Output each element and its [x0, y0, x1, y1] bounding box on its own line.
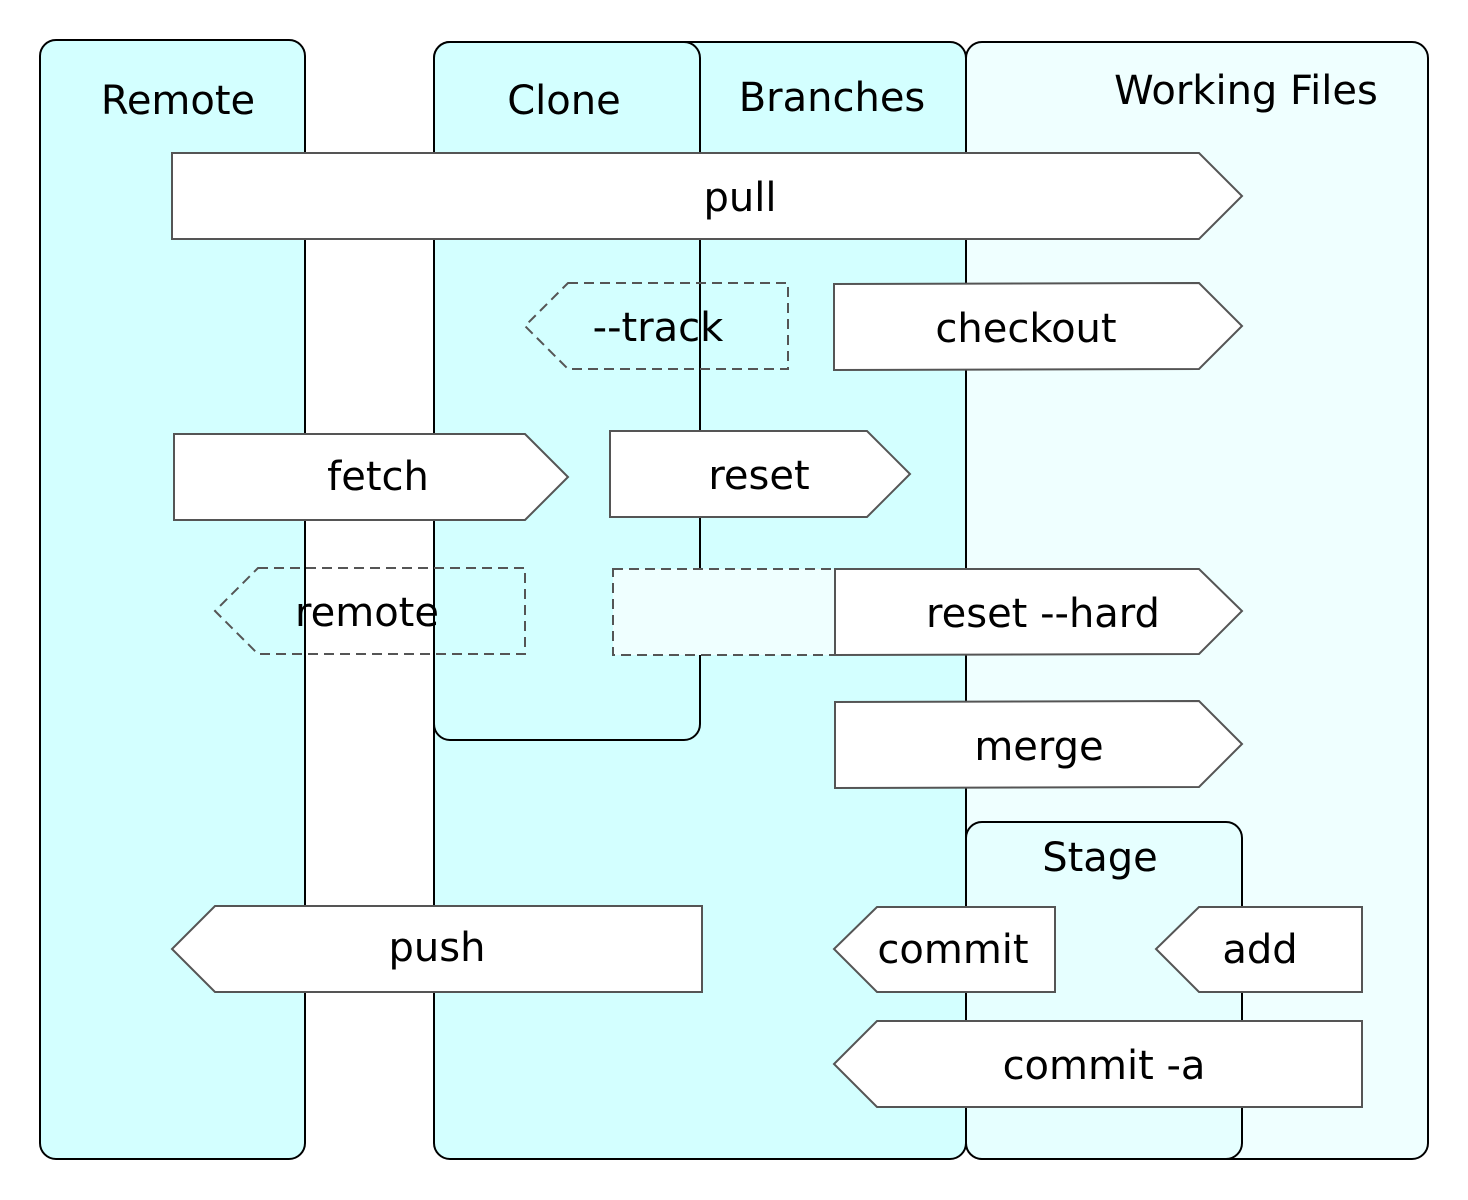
push-label: push	[389, 925, 486, 971]
merge-label: merge	[974, 724, 1103, 770]
commit-a-label: commit -a	[1003, 1043, 1206, 1089]
commit-a-arrow	[832, 1020, 1363, 1108]
reset-hard-label: reset --hard	[926, 591, 1160, 637]
push-command: push	[170, 905, 703, 993]
merge-arrow	[834, 699, 1244, 790]
track-command: --track	[523, 282, 789, 370]
commit-label: commit	[877, 927, 1028, 973]
merge-command: merge	[834, 699, 1244, 790]
reset-label: reset	[708, 453, 809, 499]
lane-titles: Remote Clone Branches Working Files Stag…	[101, 68, 1378, 881]
remote-label: remote	[295, 590, 439, 636]
reset-arrow	[609, 430, 912, 518]
branches-lane-title: Branches	[739, 75, 926, 121]
remote-arrow	[213, 567, 526, 655]
remote-lane-title: Remote	[101, 78, 255, 124]
remote-command: remote	[213, 567, 526, 655]
checkout-command: checkout	[833, 281, 1244, 372]
track-label: --track	[593, 305, 725, 351]
remote-lane	[39, 39, 306, 1160]
commit-arrow	[832, 906, 1056, 993]
track-arrow	[523, 282, 789, 370]
reset-hard-arrow	[834, 568, 1244, 657]
add-command: add	[1154, 906, 1363, 993]
commit-command: commit	[832, 906, 1056, 993]
checkout-arrow	[833, 281, 1244, 372]
push-arrow	[170, 905, 703, 993]
pull-label: pull	[704, 175, 777, 221]
working-files-lane-title: Working Files	[1114, 68, 1378, 114]
pull-command: pull	[171, 152, 1244, 240]
fetch-arrow	[173, 433, 570, 521]
fetch-command: fetch	[173, 433, 570, 521]
reset-command: reset	[609, 430, 912, 518]
stage-lane-title: Stage	[1042, 835, 1158, 881]
checkout-label: checkout	[935, 306, 1116, 352]
add-arrow	[1154, 906, 1363, 993]
reset-hard-command: reset --hard	[612, 568, 1244, 657]
commit-a-command: commit -a	[832, 1020, 1363, 1108]
reset-hard-dashed-extension	[612, 568, 836, 656]
clone-lane-title: Clone	[507, 78, 620, 124]
add-label: add	[1222, 927, 1297, 973]
fetch-label: fetch	[327, 454, 429, 500]
pull-arrow	[171, 152, 1244, 240]
